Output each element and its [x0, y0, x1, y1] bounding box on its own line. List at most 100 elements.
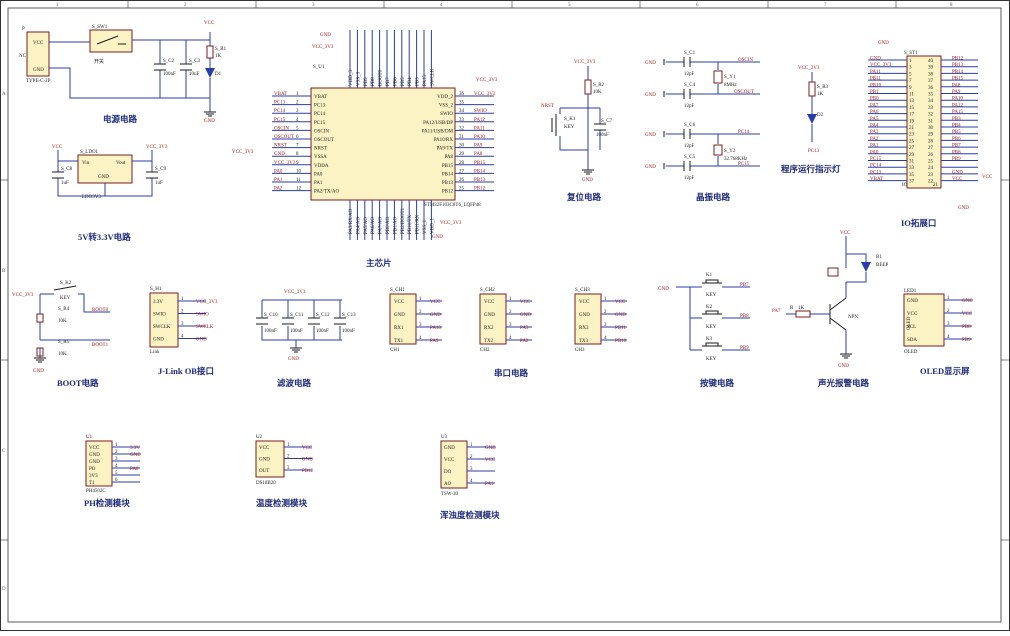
temp-pin-name: GND [259, 458, 270, 463]
io-right-pin-num: 27 [928, 146, 934, 151]
mcu-top-pin-name: PA15 [423, 75, 428, 86]
serial-pin-name: GND [579, 313, 590, 318]
oled-pin-name: GND [907, 299, 918, 304]
mcu-left-vcc33: VCC_3V3 [232, 150, 254, 155]
jlink-net: VCC_3V3 [196, 300, 218, 305]
io-left-net: PA4 [870, 124, 879, 129]
mcu-top-pin-name: PB5 [401, 77, 406, 86]
buzzer-circuit: VCC B1 BEEP PA7 1K R NPN GND 声光报警电路 [772, 231, 888, 388]
io-left-pin-num: 35 [909, 173, 915, 178]
serial-connector [389, 293, 417, 345]
serial-net: GND [520, 313, 531, 318]
turb-pin-name: VCC [444, 458, 455, 463]
io-right-net: PA15 [952, 110, 963, 115]
mcu-left-net: OSCOUT [274, 135, 294, 140]
mcu-right-pin-num: 31 [459, 135, 465, 140]
mcu-left-pin-name: OSCIN [314, 129, 329, 134]
io-right-pin-num: 30 [928, 126, 934, 131]
crystal-gnd-2: GND [645, 93, 656, 98]
io-left-pin-num: 13 [909, 99, 915, 104]
io-left-net: PA3 [870, 130, 879, 135]
mcu-bottom-pin-name: PB2/BOOT1 [401, 207, 406, 234]
mcu-circuit: S_U1 STM32F103C8T6_LQFP48 VBAT1VBATPC132… [232, 30, 498, 268]
mcu-left-net: PC15 [274, 118, 286, 123]
mcu-right-pin-name: PB14 [442, 172, 454, 177]
jlink-connector [149, 292, 179, 348]
key2-value: KEY [706, 325, 717, 330]
c13-ref: S_C13 [342, 313, 356, 318]
crystal-gnd-4: GND [645, 165, 656, 170]
mcu-top-pin-name: PB4 [408, 77, 413, 86]
io-left-pin-num: 19 [909, 119, 915, 124]
led-pc13: PC13 [808, 149, 820, 154]
serial-foot: CH3 [575, 348, 585, 353]
jlink-pin-name: SWIO [153, 313, 166, 318]
mcu-right-pin-name: PB13 [442, 181, 454, 186]
jlink-pin-name: SWCLK [153, 325, 171, 330]
io-left-pin-num: 31 [909, 160, 915, 165]
run-led-circuit: VCC_3V3 S_R3 1K D2 PC13 程序运行指示灯 [781, 66, 841, 174]
io-left-pin-num: 3 [909, 66, 912, 71]
mcu-top-gnd: GND [320, 33, 331, 38]
mcu-right-net: SWIO [474, 109, 487, 114]
mcu-right-pin-name: PA11/USB/DM [422, 129, 454, 134]
crystal-oscin: OSCIN [738, 58, 753, 63]
mcu-bottom-pin-name: PB0/AO [386, 216, 391, 234]
mcu-right-net: PA8 [474, 152, 483, 157]
io-right-net: PB6 [952, 137, 961, 142]
io-right-pin-num: 36 [928, 86, 934, 91]
oled-title: OLED显示屏 [920, 366, 970, 376]
crystal-pc15: PC15 [738, 162, 750, 167]
key3-value: KEY [706, 357, 717, 362]
ph-foot: PH4502C [86, 489, 106, 494]
io-left-net: VBAT [870, 177, 883, 182]
y1-ref: S_Y1 [724, 75, 736, 80]
d1-ref: D1 [215, 72, 222, 77]
serial-net: VCC [430, 300, 441, 305]
temp-pin-num: 2 [287, 455, 290, 460]
serial-pin-num: 3 [419, 323, 422, 328]
serial-net: PB10 [615, 339, 627, 344]
y2-value: 32.768KHz [724, 157, 748, 162]
conn-ref: P [22, 27, 25, 32]
mcu-bottom-pin-name: PB1/AO [393, 216, 398, 234]
ldo-part: LDO3V3 [82, 195, 101, 200]
oled-connector [903, 293, 945, 347]
serial-net: PB11 [615, 326, 626, 331]
rb-value: 1K [798, 306, 805, 311]
io-header: S_ST1 1GND3VCC_3V35PA117PB119PB1011PB113… [868, 41, 993, 228]
c2-value: 100nF [163, 72, 176, 77]
serial-foot: CH1 [390, 348, 400, 353]
mcu-right-pin-name: PA12/USB/DP [423, 121, 453, 126]
mcu-left-pin-name: PA1 [314, 181, 323, 186]
k1-ref: S_K1 [564, 117, 576, 122]
serial-pin-name: RX1 [394, 326, 404, 331]
serial-title: 串口电路 [494, 368, 529, 378]
row-label-c: C [2, 449, 6, 454]
mcu-left-pin-num: 9 [296, 161, 299, 166]
mcu-left-pin-num: 3 [296, 109, 299, 114]
mcu-top-pin-name: PB7 [386, 77, 391, 86]
serial-pin-name: TX3 [579, 339, 589, 344]
mcu-left-net: NRST [274, 144, 287, 149]
mcu-right-pin-num: 27 [459, 169, 465, 174]
io-left-pin-num: 7 [909, 79, 912, 84]
io-left-net: PA2 [870, 137, 879, 142]
io-left-pin-num: 23 [909, 133, 915, 138]
mcu-bottom-gnd: GND [432, 235, 443, 240]
conn-pin-vcc: VCC [33, 41, 44, 46]
mcu-left-pin-num: 11 [296, 178, 301, 183]
serial-net: GND [430, 313, 441, 318]
serial-net: PA10 [430, 326, 441, 331]
boot-boot0: BOOT0 [92, 308, 109, 313]
ldo-chip [77, 154, 133, 184]
r5-value: 10K [58, 352, 67, 357]
serial-pin-num: 2 [509, 310, 512, 315]
